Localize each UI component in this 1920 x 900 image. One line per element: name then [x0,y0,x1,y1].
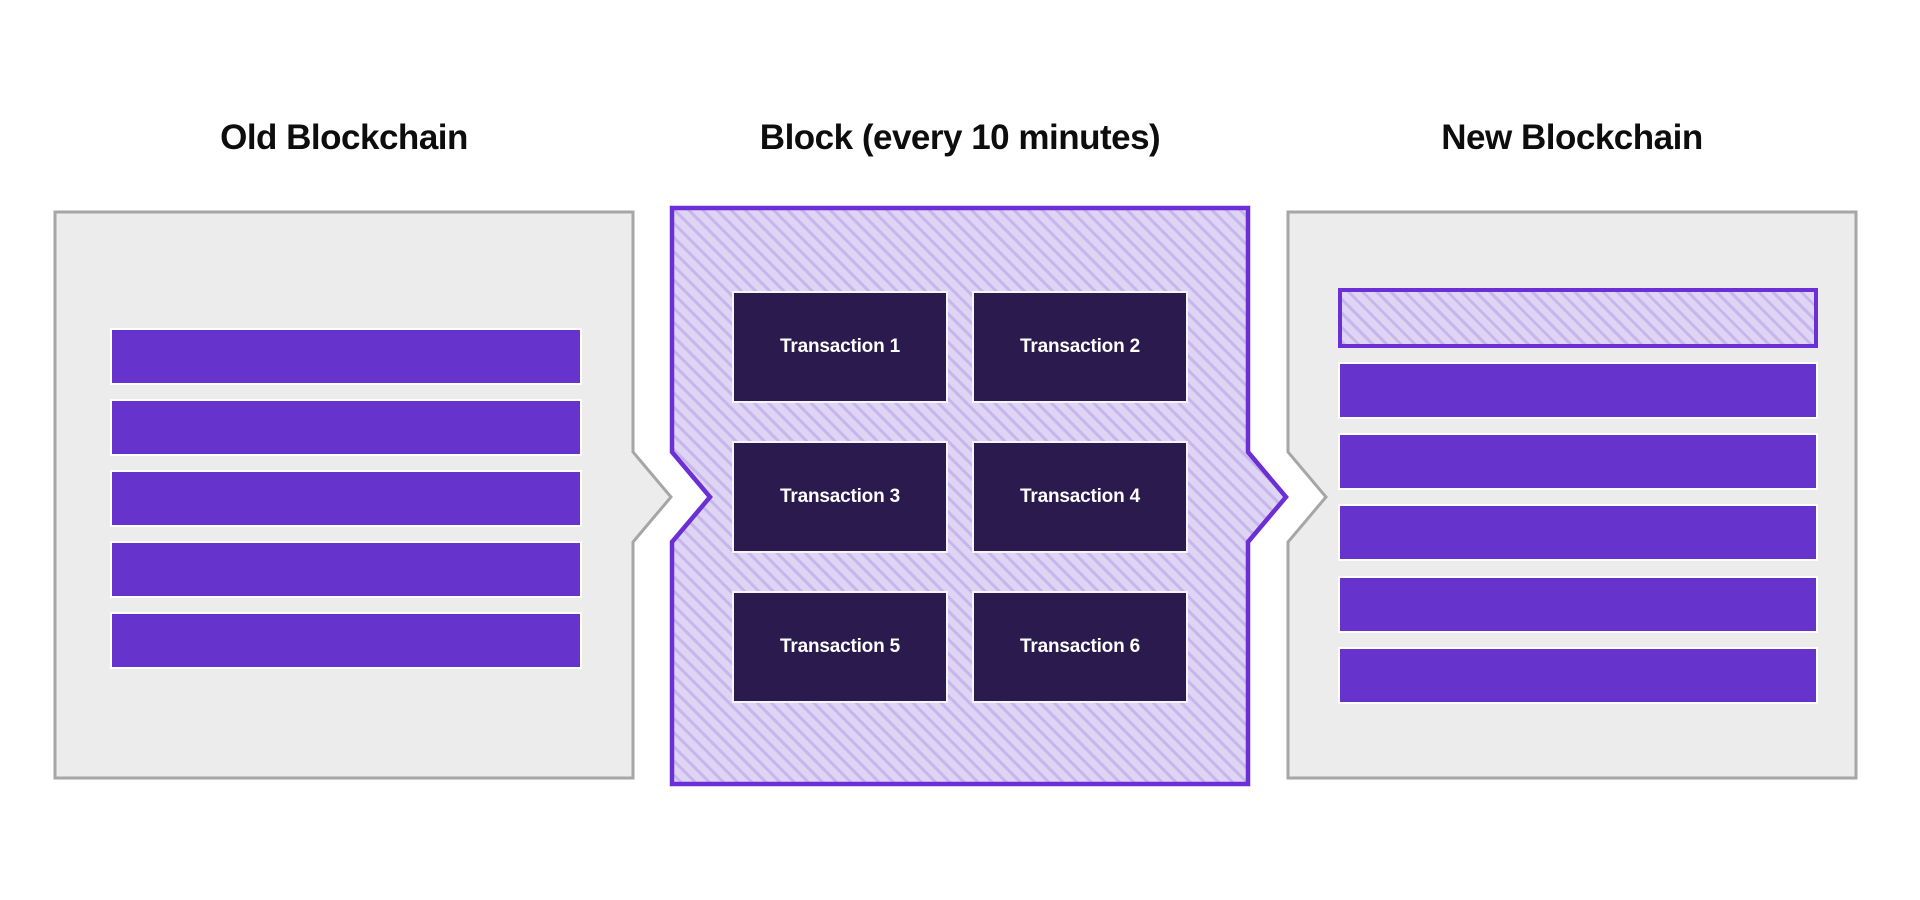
transaction-label: Transaction 2 [1020,336,1140,357]
new-blockchain-bar [1338,576,1818,633]
old-blockchain-bar [110,399,582,456]
transaction-label: Transaction 6 [1020,636,1140,657]
transaction-box: Transaction 4 [972,441,1188,553]
transaction-box: Transaction 6 [972,591,1188,703]
transaction-label: Transaction 5 [780,636,900,657]
new-blockchain-bar [1338,362,1818,419]
block-title: Block (every 10 minutes) [759,118,1161,157]
old-blockchain-bar [110,541,582,598]
transaction-label: Transaction 3 [780,486,900,507]
old-blockchain-bar [110,328,582,385]
transaction-label: Transaction 4 [1020,486,1140,507]
new-blockchain-bar [1338,504,1818,561]
old-blockchain-title: Old Blockchain [220,118,468,157]
old-blockchain-bar [110,470,582,527]
transaction-box: Transaction 2 [972,291,1188,403]
new-blockchain-bar [1338,433,1818,490]
transaction-box: Transaction 3 [732,441,948,553]
new-blockchain-panel-shape [1286,210,1858,780]
transaction-label: Transaction 1 [780,336,900,357]
new-blockchain-title: New Blockchain [1441,118,1703,157]
new-block-slot-bar [1338,288,1818,348]
transaction-box: Transaction 5 [732,591,948,703]
new-blockchain-bar [1338,647,1818,704]
old-blockchain-bar [110,612,582,669]
transaction-box: Transaction 1 [732,291,948,403]
